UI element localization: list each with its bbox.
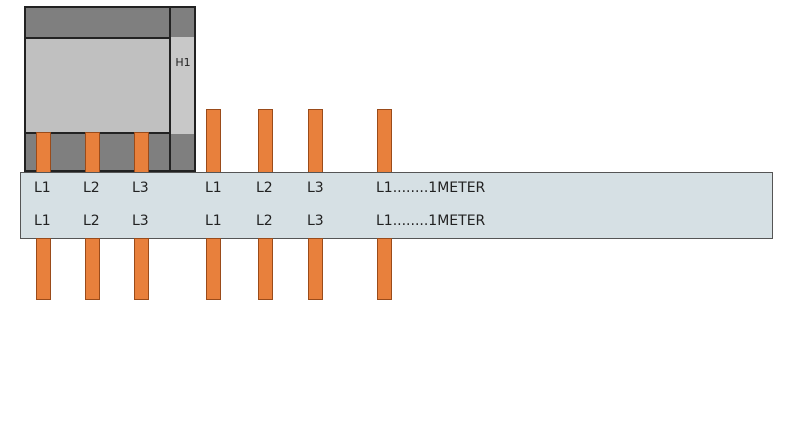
- busbar-label-r1-3: L3: [132, 180, 149, 196]
- bottom-pin-4: [206, 238, 221, 300]
- busbar-label-r2-6: L3: [307, 213, 324, 229]
- bottom-pin-6: [308, 238, 323, 300]
- top-pin-5: [258, 109, 273, 173]
- breaker-body: [24, 37, 172, 134]
- busbar-label-r1-7: L1........1METER: [376, 180, 486, 196]
- top-pin-4: [206, 109, 221, 173]
- busbar-label-r1-2: L2: [83, 180, 100, 196]
- top-pin-2: [85, 132, 100, 173]
- breaker-side-top: [171, 8, 194, 37]
- top-pin-6: [308, 109, 323, 173]
- busbar-label-r2-2: L2: [83, 213, 100, 229]
- busbar-label-r2-7: L1........1METER: [376, 213, 486, 229]
- busbar-label-r1-4: L1: [205, 180, 222, 196]
- busbar-label-r1-1: L1: [34, 180, 51, 196]
- busbar: [20, 172, 773, 239]
- breaker-side-bottom: [171, 134, 194, 170]
- bottom-pin-3: [134, 238, 149, 300]
- bottom-pin-2: [85, 238, 100, 300]
- top-pin-1: [36, 132, 51, 173]
- busbar-label-r2-1: L1: [34, 213, 51, 229]
- busbar-label-r1-6: L3: [307, 180, 324, 196]
- top-pin-3: [134, 132, 149, 173]
- bottom-pin-7: [377, 238, 392, 300]
- bottom-pin-1: [36, 238, 51, 300]
- busbar-label-r2-5: L2: [256, 213, 273, 229]
- bottom-pin-5: [258, 238, 273, 300]
- breaker-top-cover: [24, 6, 172, 39]
- busbar-label-r1-5: L2: [256, 180, 273, 196]
- top-pin-7: [377, 109, 392, 173]
- busbar-label-r2-4: L1: [205, 213, 222, 229]
- breaker-label: H1: [175, 56, 191, 69]
- busbar-label-r2-3: L3: [132, 213, 149, 229]
